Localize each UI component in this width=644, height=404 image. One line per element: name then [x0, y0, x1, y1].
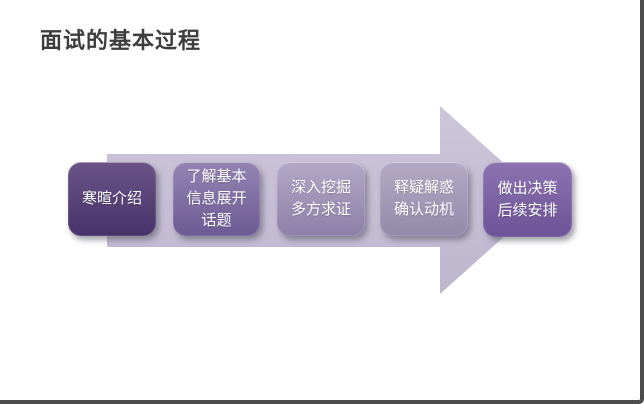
process-step-clarify-motive: 释疑解惑 确认动机 [380, 162, 468, 236]
process-step-label: 深入挖掘 多方求证 [290, 179, 351, 218]
process-step-label: 寒暄介绍 [81, 190, 142, 207]
process-step-label: 了解基本 信息展开 话题 [186, 168, 247, 229]
process-step-decision: 做出决策 后续安排 [483, 162, 572, 237]
process-step-deep-dig: 深入挖掘 多方求证 [277, 162, 365, 236]
process-step-basic-info: 了解基本 信息展开 话题 [173, 162, 260, 236]
slide-title: 面试的基本过程 [40, 28, 202, 53]
process-step-greeting: 寒暄介绍 [68, 162, 156, 236]
process-step-label: 做出决策 后续安排 [497, 179, 558, 219]
process-step-label: 释疑解惑 确认动机 [393, 179, 454, 218]
